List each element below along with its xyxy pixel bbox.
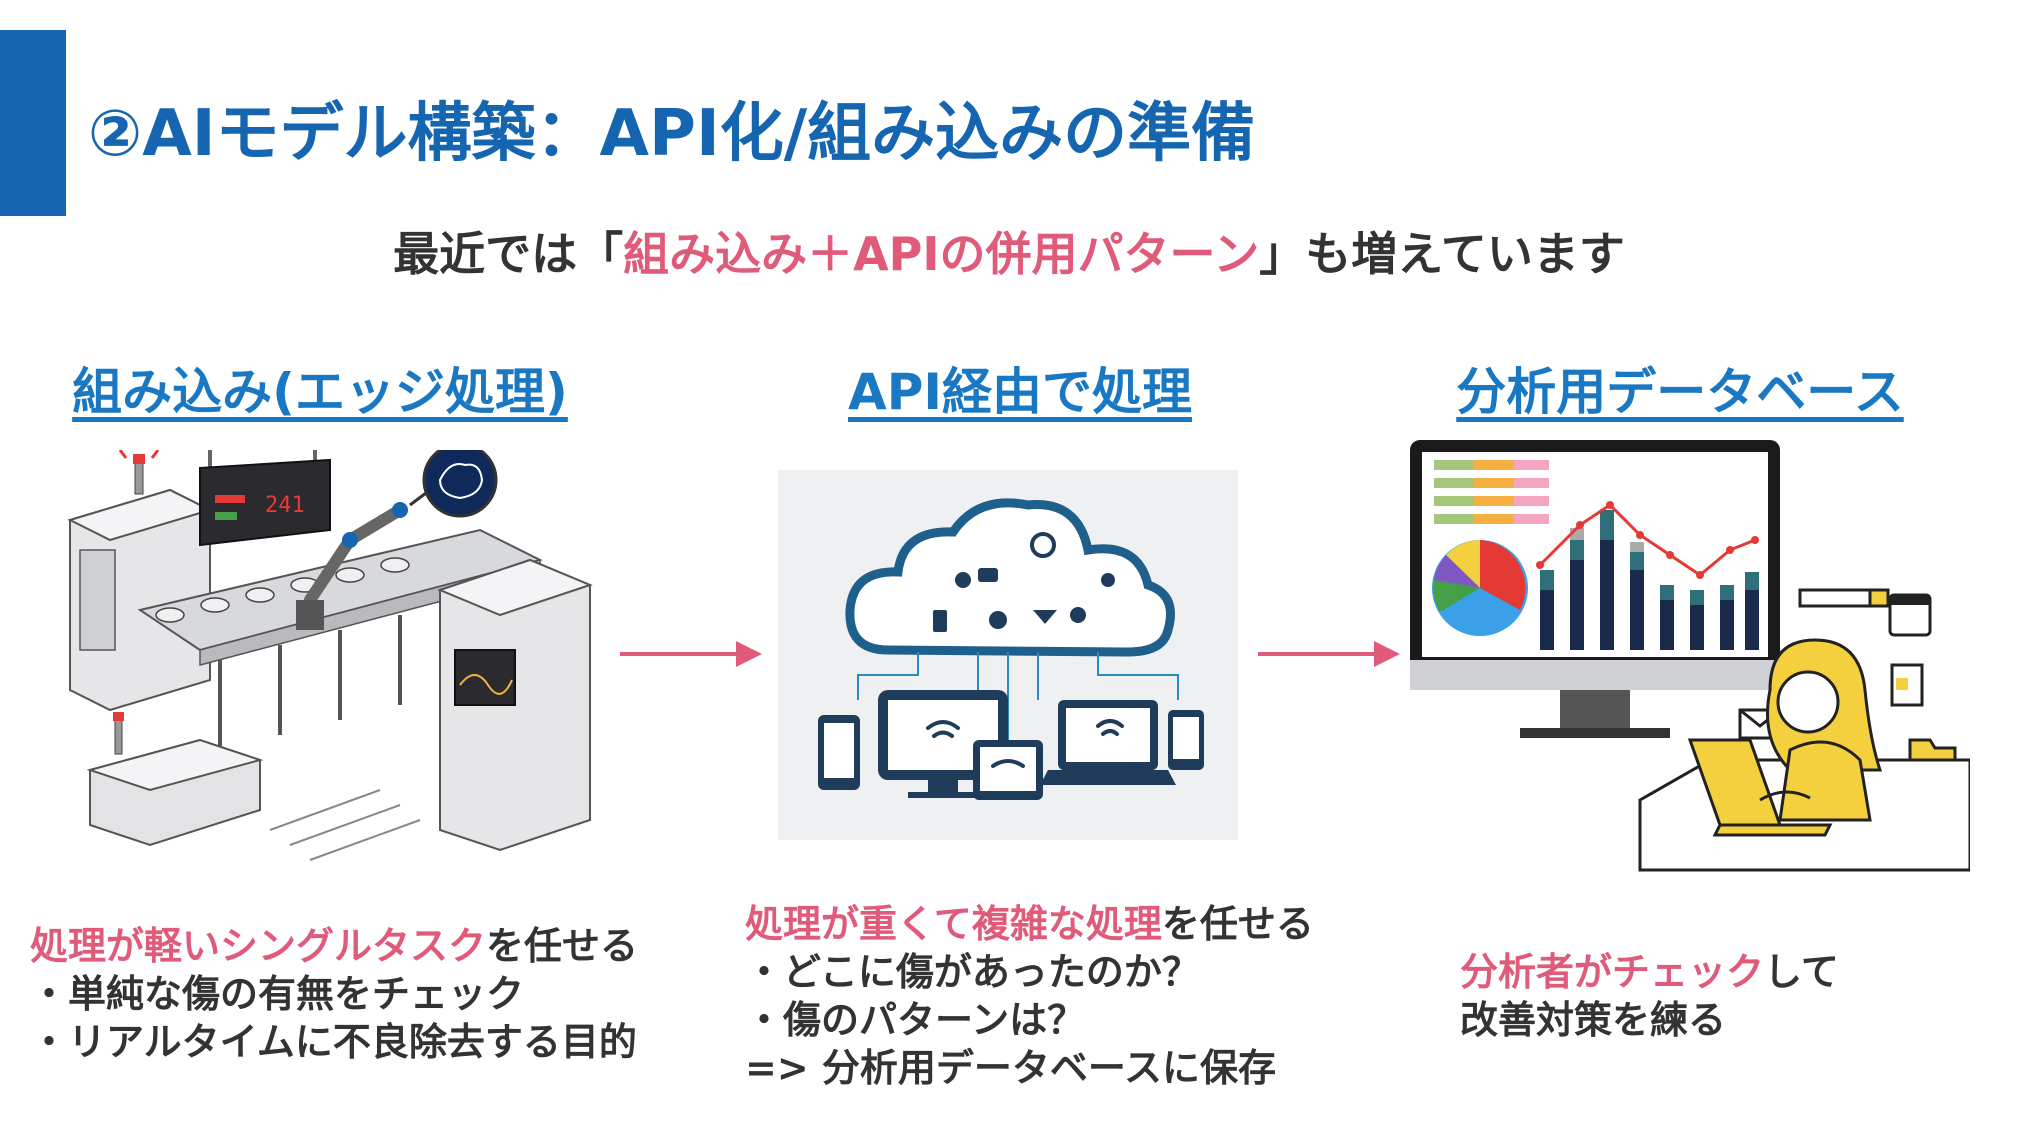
subtitle-prefix: 最近では「: [393, 227, 624, 281]
display-number: 241: [265, 493, 305, 518]
factory-conveyor-illustration: 241: [67, 450, 593, 861]
api-bullet: ・どこに傷があったのか？: [745, 950, 1200, 994]
database-highlight: 分析者がチェック: [1460, 950, 1765, 994]
heading-database[interactable]: 分析用データベース: [1456, 363, 1904, 421]
edge-description: 処理が軽いシングルタスクを任せる ・単純な傷の有無をチェック ・リアルタイムに不…: [30, 922, 638, 1066]
database-bullet: 改善対策を練る: [1460, 998, 1727, 1042]
api-bullet: ・傷のパターンは？: [745, 998, 1086, 1042]
analyst-dashboard-illustration: [1410, 440, 1970, 872]
subtitle: 最近では「組み込み＋APIの併用パターン」も増えています: [0, 218, 2018, 284]
cloud-devices-illustration: [778, 470, 1238, 840]
page-title: ②AIモデル構築：API化/組み込みの準備: [88, 97, 1256, 171]
edge-bullet: ・リアルタイムに不良除去する目的: [30, 1020, 637, 1064]
edge-bullet: ・単純な傷の有無をチェック: [30, 972, 525, 1016]
api-description: 処理が重くて複雑な処理を任せる ・どこに傷があったのか？ ・傷のパターンは？ =…: [745, 900, 1314, 1092]
edge-description-lead: 処理が軽いシングルタスクを任せる: [30, 922, 638, 970]
heading-edge[interactable]: 組み込み(エッジ処理): [72, 363, 568, 421]
api-description-lead: 処理が重くて複雑な処理を任せる: [745, 900, 1314, 948]
arrow-right-icon: [1374, 641, 1400, 667]
heading-api[interactable]: API経由で処理: [848, 363, 1192, 421]
database-suffix: して: [1764, 950, 1839, 994]
api-bullet: => 分析用データベースに保存: [745, 1046, 1277, 1090]
api-suffix: を任せる: [1161, 902, 1314, 946]
accent-bar: [0, 30, 66, 216]
api-highlight: 処理が重くて複雑な処理: [745, 902, 1162, 946]
edge-suffix: を任せる: [486, 924, 639, 968]
database-description: 分析者がチェックして 改善対策を練る: [1460, 948, 1839, 1044]
arrow-right-icon: [1258, 652, 1376, 656]
database-description-lead: 分析者がチェックして: [1460, 948, 1839, 996]
arrow-right-icon: [620, 652, 738, 656]
arrow-right-icon: [736, 641, 762, 667]
subtitle-highlight: 組み込み＋APIの併用パターン: [623, 227, 1260, 281]
subtitle-suffix: 」も増えています: [1259, 227, 1625, 281]
edge-highlight: 処理が軽いシングルタスク: [30, 924, 487, 968]
